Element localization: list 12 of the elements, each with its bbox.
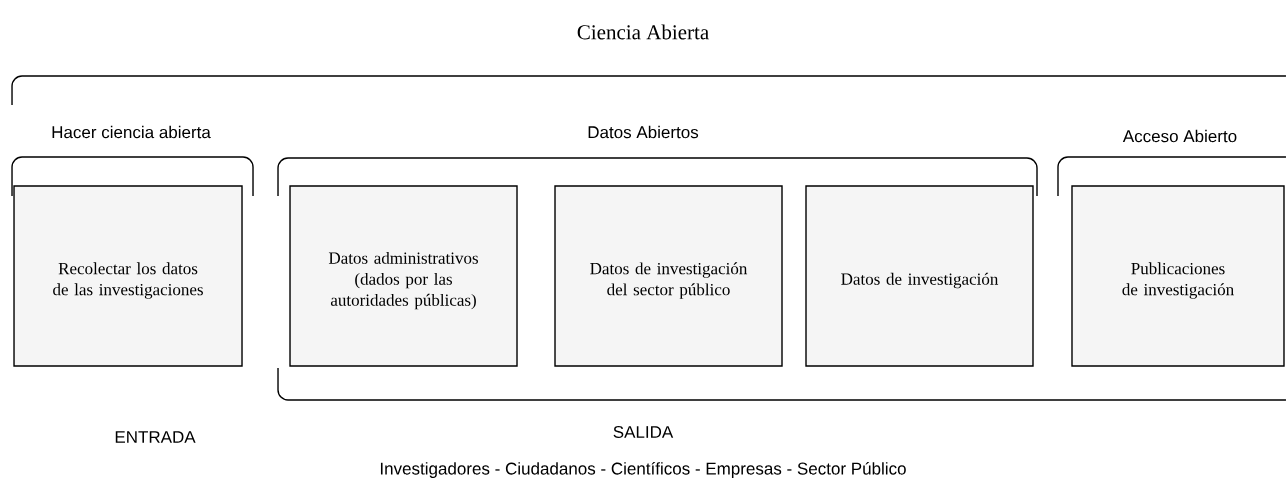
section-label: ENTRADA [115,431,196,443]
group-label: Datos Abiertos [588,125,699,139]
group-label: Acceso Abierto [1122,129,1237,143]
text-box: Datos de investigación [805,185,1034,367]
section-label: SALIDA [613,425,674,438]
text-box: Publicaciones de investigación [1071,185,1285,367]
text-box: Recolectar los datos de las investigaciones [13,185,243,367]
text-box: Datos de investigación del sector público [554,185,783,367]
audience-text: Investigadores - Ciudadanos - Científicos - Empresas - Sector Público [380,461,906,478]
title: Ciencia Abierta [577,24,709,40]
text-box: Datos administrativos (dados por las autoridades públicas) [289,185,518,367]
group-label: Hacer ciencia abierta [52,125,211,139]
